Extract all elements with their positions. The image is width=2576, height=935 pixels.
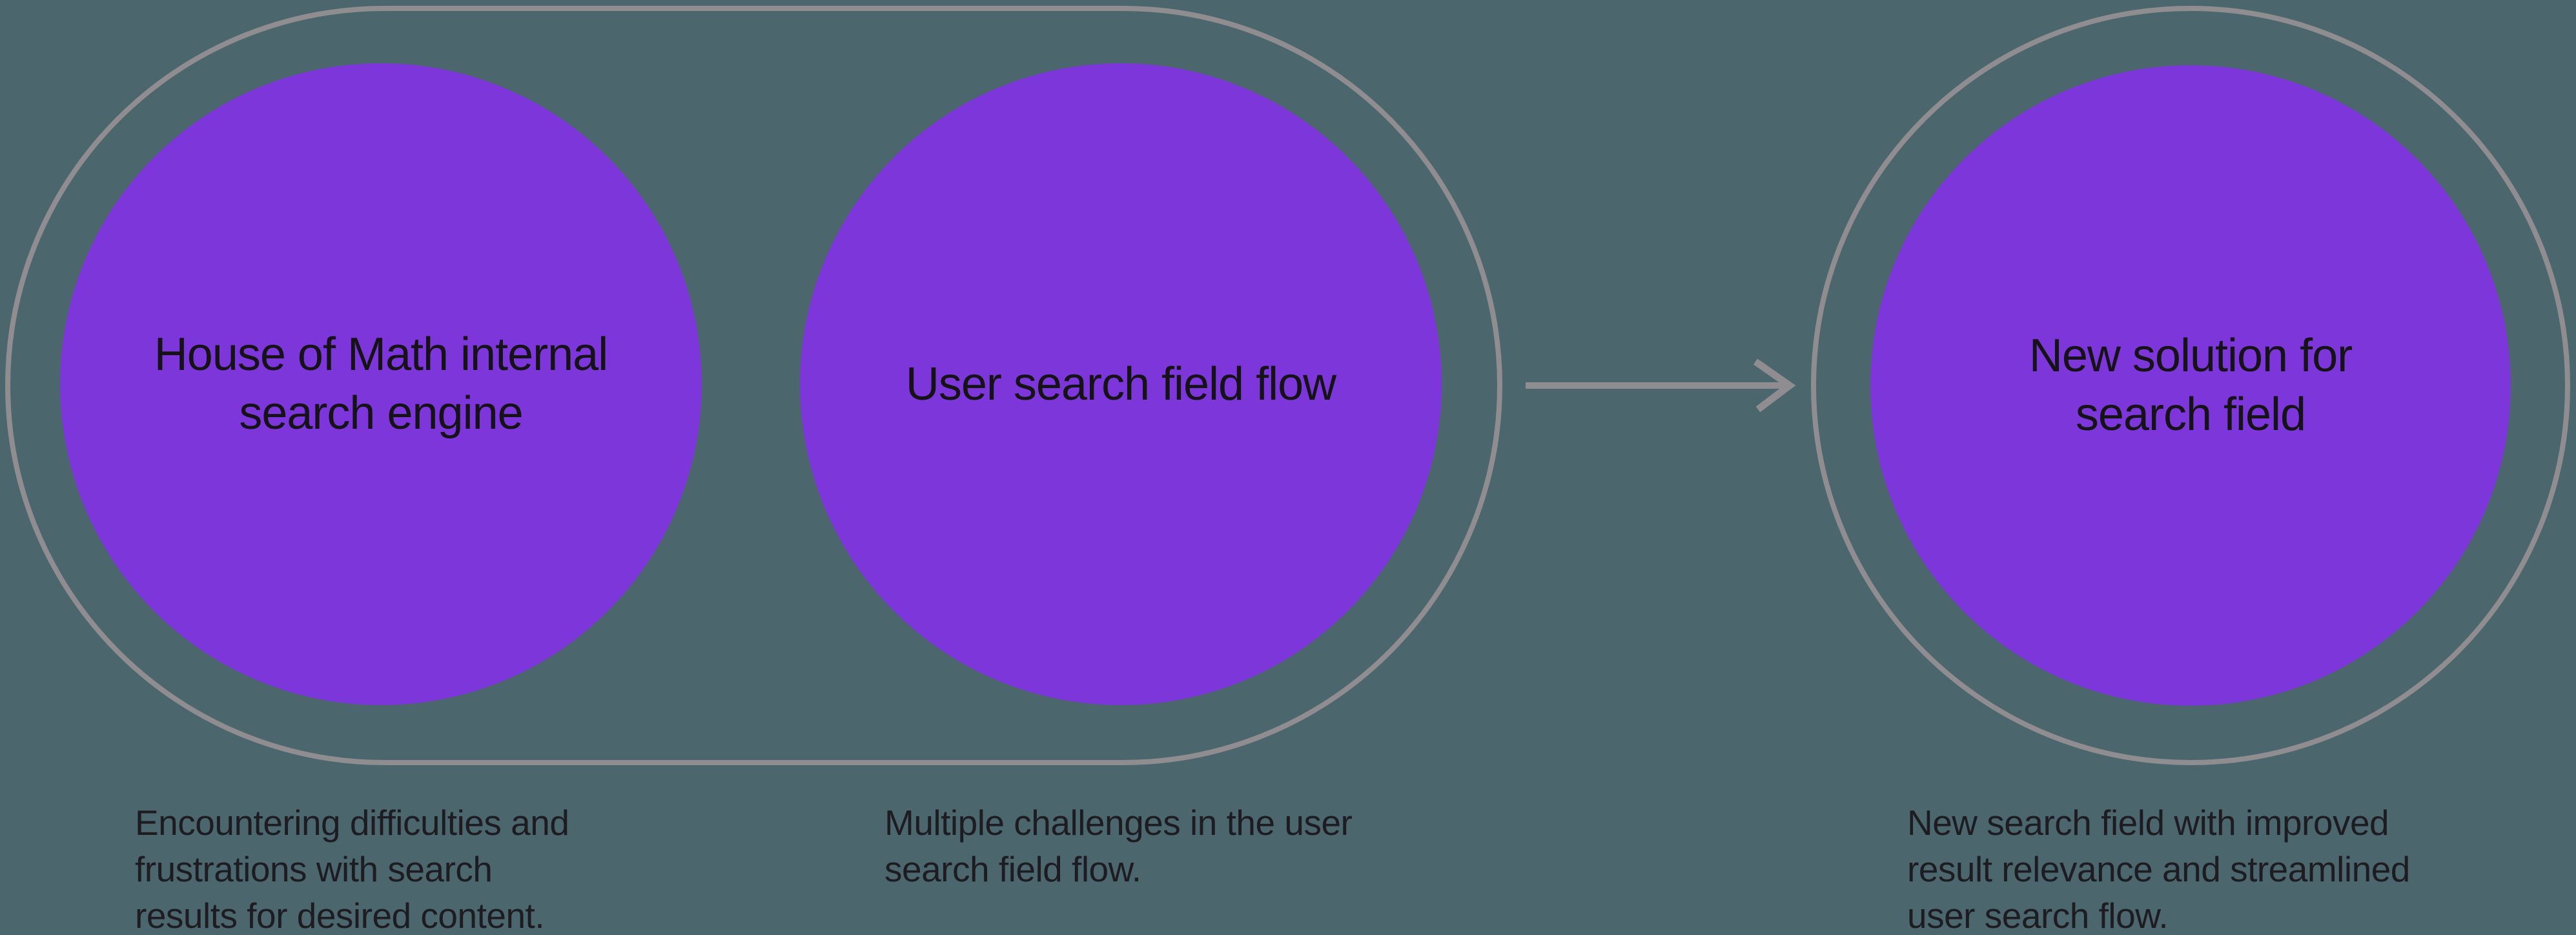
node-user-search-field-flow: User search field flow [800,63,1442,705]
node-internal-search-engine-label: House of Math internal search engine [154,329,608,439]
caption-internal-search-engine: Encountering difficulties and frustratio… [135,803,569,935]
problem-group-outline [5,6,1502,765]
node-new-solution: New solution for search field [1870,65,2511,706]
node-new-solution-label: New solution for search field [2029,330,2353,440]
node-internal-search-engine: House of Math internal search engine [60,63,702,705]
node-user-search-field-flow-label: User search field flow [905,358,1336,410]
arrow-right-icon [1526,358,1796,413]
caption-user-search-field-flow: Multiple challenges in the user search f… [884,803,1353,889]
caption-new-solution: New search field with improved result re… [1907,803,2410,935]
solution-ring-outline [1811,6,2570,765]
